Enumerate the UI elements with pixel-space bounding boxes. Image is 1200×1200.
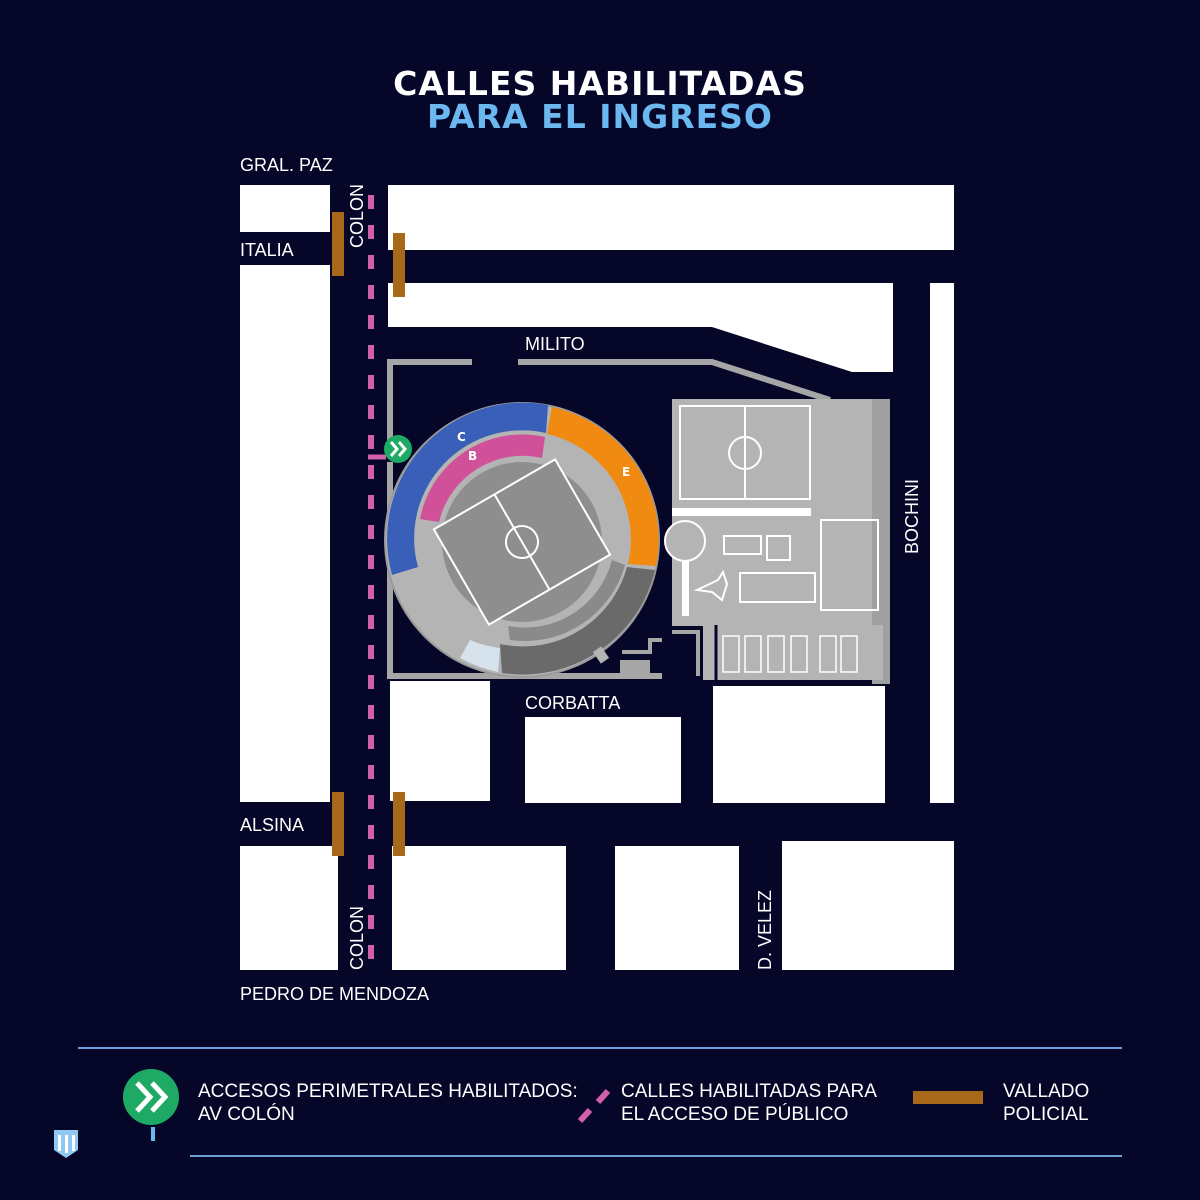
legend-fence-line1: VALLADO [1003,1081,1090,1102]
legend-route: CALLES HABILITADAS PARA EL ACCESO DE PÚB… [621,1080,877,1126]
legend-access-line1: ACCESOS PERIMETRALES HABILITADOS: [198,1081,578,1102]
legend-access-line2: AV COLÓN [198,1104,295,1125]
city-blocks [240,185,954,970]
police-fences [332,212,405,856]
stand-lower-dark [500,567,655,675]
street-label-alsina: ALSINA [240,815,304,835]
street-label-gral-paz: GRAL. PAZ [240,155,333,175]
public-access-route [368,195,386,972]
access-entry-icon[interactable] [384,435,412,463]
street-label-pedro-de-mendoza: PEDRO DE MENDOZA [240,984,429,1004]
title-line-1: CALLES HABILITADAS [393,64,807,103]
block [615,846,739,970]
dashed-route-icon [577,1088,611,1124]
stadium: C B E [384,402,660,678]
street-label-colon-bottom: COLON [347,906,367,970]
sector-b[interactable] [420,434,545,522]
pitch [432,458,612,626]
street-label-milito: MILITO [525,334,585,354]
sector-b-label: B [468,449,477,463]
street-label-bochini: BOCHINI [902,479,922,554]
sector-c[interactable] [387,402,548,575]
street-label-italia: ITALIA [240,240,294,260]
legend-route-line1: CALLES HABILITADAS PARA [621,1081,877,1102]
block [388,185,954,250]
block [525,717,681,803]
police-fence [393,233,405,297]
double-chevron-access-icon [123,1069,179,1141]
street-label-d-velez: D. VELEZ [755,890,775,970]
stand-lower-mid [508,560,625,642]
legend-fence: VALLADO POLICIAL [1003,1080,1089,1126]
block [392,846,566,970]
police-fence [332,792,344,856]
street-label-colon-top: COLON [347,184,367,248]
police-fence [393,792,405,856]
legend-fence-line2: POLICIAL [1003,1104,1089,1125]
club-crest-icon [54,1130,78,1158]
sector-e[interactable] [547,407,659,566]
block [240,265,330,802]
police-fence-icon [913,1091,983,1104]
legend-route-line2: EL ACCESO DE PÚBLICO [621,1104,849,1125]
block [240,846,338,970]
police-fence [332,212,344,276]
block [240,185,330,232]
block [782,841,954,970]
training-complex [620,399,890,684]
block [388,283,893,372]
stand-light [460,640,500,672]
divider-bottom [190,1155,1122,1157]
title-line-2: PARA EL INGRESO [427,97,773,136]
legend-access: ACCESOS PERIMETRALES HABILITADOS: AV COL… [198,1080,578,1126]
block [930,283,954,803]
block [713,686,885,803]
street-label-corbatta: CORBATTA [525,693,620,713]
block [390,681,490,801]
sector-e-label: E [622,465,630,479]
sector-c-label: C [457,430,466,444]
divider-top [78,1047,1122,1049]
